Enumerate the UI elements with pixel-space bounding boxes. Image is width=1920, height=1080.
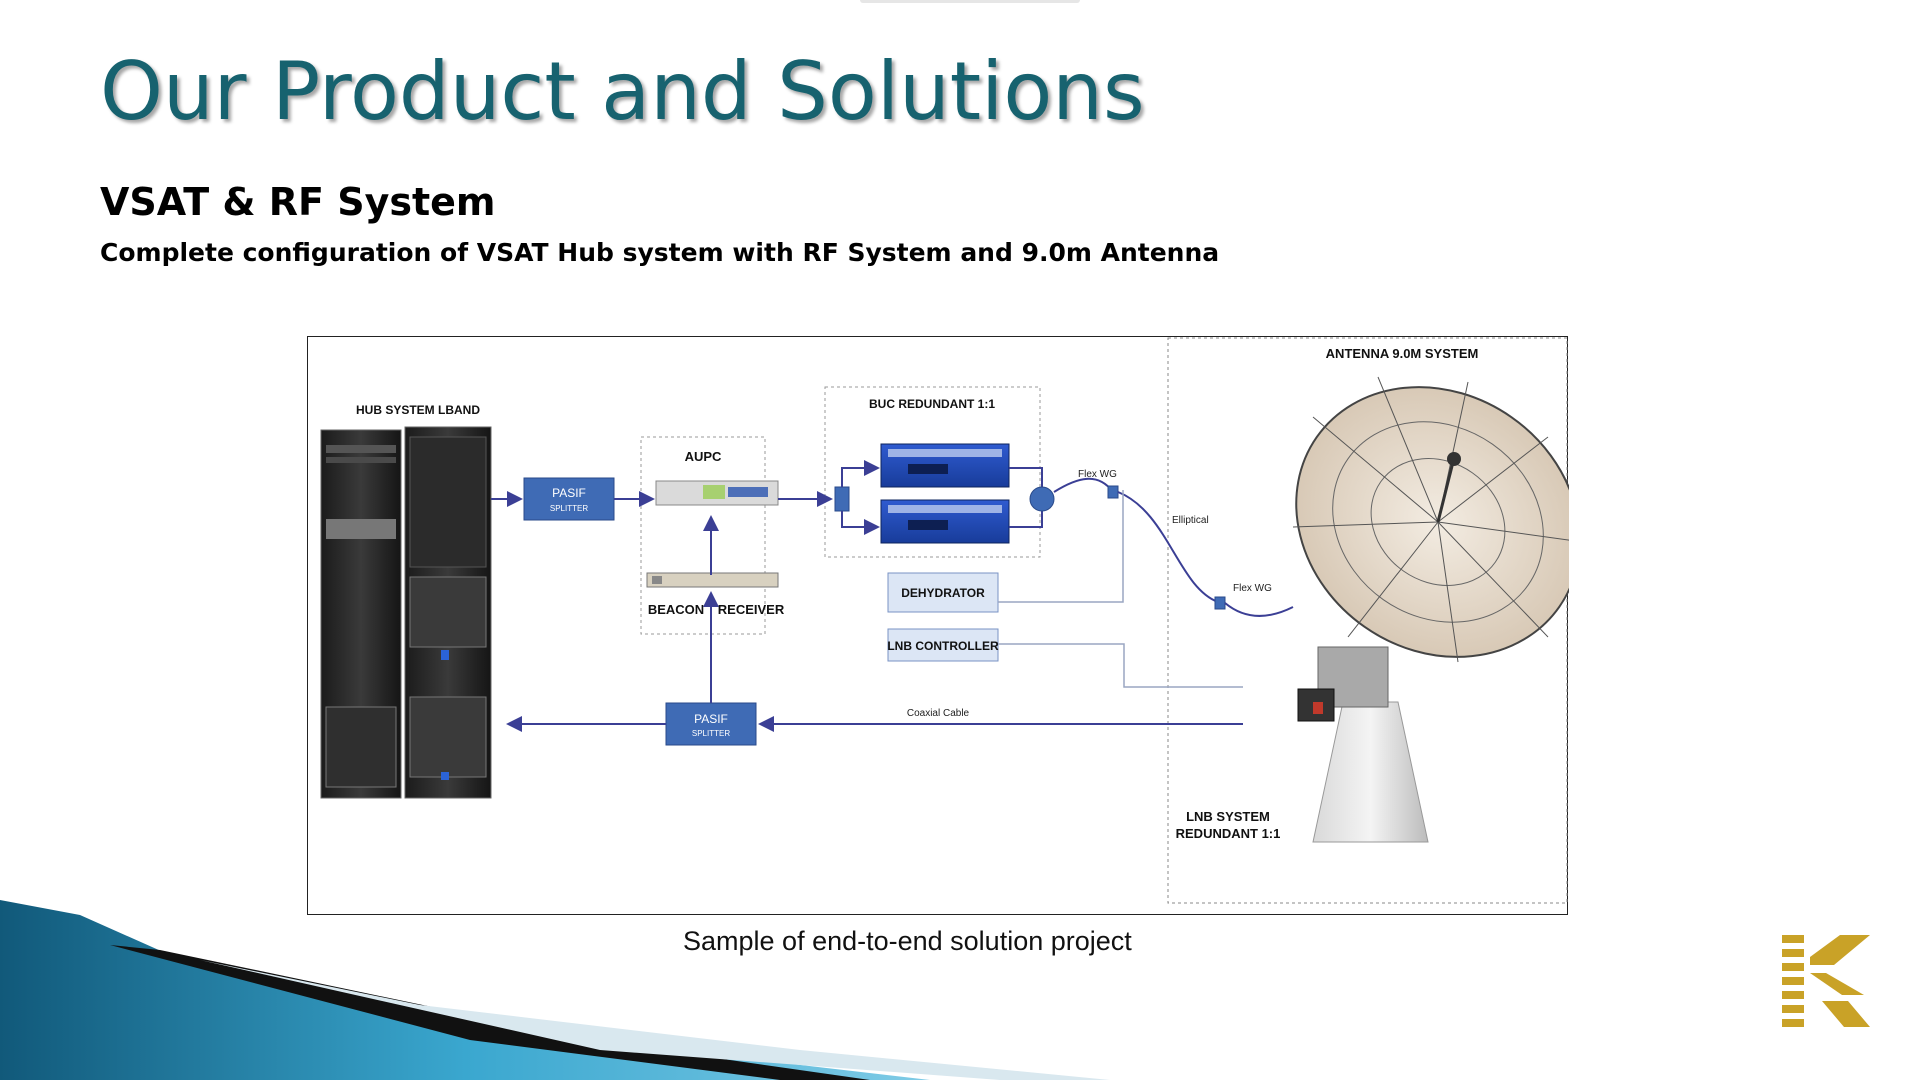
lnb-system-line2: REDUNDANT 1:1 xyxy=(1176,826,1281,841)
antenna-label: ANTENNA 9.0M SYSTEM xyxy=(1326,346,1479,361)
flex-wg-bottom-label: Flex WG xyxy=(1233,583,1272,594)
pasif-splitter-bottom: PASIF SPLITTER xyxy=(665,702,757,746)
pasif-bottom-line2: SPLITTER xyxy=(692,729,730,738)
satellite-dish-icon xyxy=(1292,376,1569,843)
top-edge-mark xyxy=(860,0,1080,3)
flex-wg-top-label: Flex WG xyxy=(1078,469,1117,480)
aupc-device xyxy=(655,480,779,506)
buc-label: BUC REDUNDANT 1:1 xyxy=(869,397,995,411)
diagram-caption: Sample of end-to-end solution project xyxy=(683,926,1132,956)
lnb-system-line1: LNB SYSTEM xyxy=(1186,809,1270,824)
pasif-bottom-line1: PASIF xyxy=(694,712,728,726)
bottom-wave-decoration xyxy=(0,900,1110,1080)
slide-title: Our Product and Solutions xyxy=(100,45,1145,138)
waveguide-flange-top xyxy=(1107,485,1119,499)
system-diagram: HUB SYSTEM LBAND PASIF SPLITTER AUPC BEA… xyxy=(307,336,1569,915)
lnb-controller-label: LNB CONTROLLER xyxy=(887,639,999,653)
slide-subtitle: VSAT & RF System xyxy=(100,180,496,224)
dehydrator-label: DEHYDRATOR xyxy=(901,586,985,600)
buc-switch-in xyxy=(834,486,850,512)
dehydrator-box xyxy=(887,572,999,613)
buc-unit-top xyxy=(880,443,1010,488)
waveguide-flange-bottom xyxy=(1214,596,1226,610)
aupc-group xyxy=(640,436,766,635)
elliptical-label: Elliptical xyxy=(1172,515,1209,526)
receiver-label: RECEIVER xyxy=(718,602,785,617)
beacon-receiver-device xyxy=(646,572,779,588)
pasif-top-line1: PASIF xyxy=(552,486,586,500)
buc-unit-bottom xyxy=(880,499,1010,544)
beacon-label: BEACON xyxy=(648,602,704,617)
hub-label: HUB SYSTEM LBAND xyxy=(356,403,480,417)
k-logo-icon xyxy=(1782,935,1870,1027)
slide-description: Complete configuration of VSAT Hub syste… xyxy=(100,238,1220,267)
pasif-top-line2: SPLITTER xyxy=(550,504,588,513)
pasif-splitter-top: PASIF SPLITTER xyxy=(523,477,615,521)
server-rack-icon xyxy=(320,426,492,799)
waveguide-switch xyxy=(1029,486,1055,512)
aupc-label: AUPC xyxy=(685,449,722,464)
buc-group xyxy=(824,386,1041,558)
coaxial-cable-label: Coaxial Cable xyxy=(907,708,970,719)
lnb-controller-box xyxy=(887,628,999,662)
antenna-group xyxy=(1167,337,1568,904)
